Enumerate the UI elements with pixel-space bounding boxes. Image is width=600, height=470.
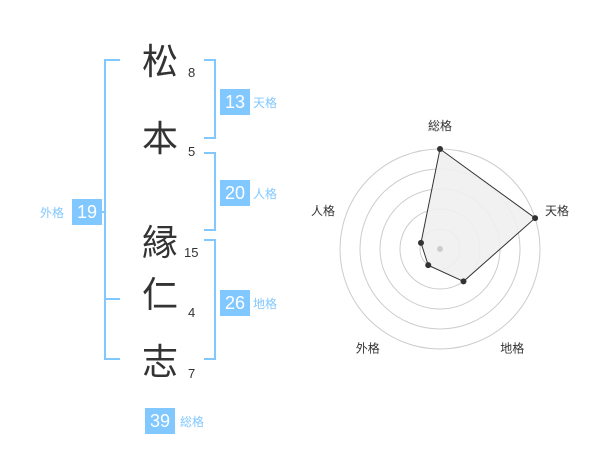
radar-point-2 (532, 215, 539, 222)
radar-label-3: 地格 (500, 341, 524, 356)
jinkaku-value: 20 (220, 180, 250, 206)
chikaku-label: 地格 (253, 297, 278, 311)
name-char-3: 縁 (141, 223, 178, 264)
jinkaku-label: 人格 (253, 187, 278, 201)
radar-point-5 (417, 239, 424, 246)
radar-label-4: 外格 (356, 341, 380, 356)
radar-point-1 (437, 146, 443, 152)
soukaku-label: 総格 (180, 415, 205, 429)
stroke-count-5: 7 (188, 366, 196, 381)
gaikaku-value: 19 (72, 199, 102, 225)
stroke-count-1: 8 (188, 65, 196, 80)
name-char-1: 松 (141, 42, 178, 83)
gaikaku-label: 外格 (40, 206, 65, 220)
radar-point-3 (460, 278, 467, 285)
name-char-5: 志 (141, 342, 178, 383)
tenkaku-label: 天格 (253, 96, 278, 110)
radar-label-5: 人格 (311, 203, 335, 218)
stroke-count-2: 5 (188, 144, 196, 159)
radar-center-dot (437, 246, 443, 252)
radar-label-2: 天格 (545, 203, 569, 218)
soukaku-value: 39 (145, 408, 175, 434)
stroke-count-3: 15 (184, 245, 199, 260)
name-char-4: 仁 (141, 275, 178, 316)
chikaku-value: 26 (220, 290, 250, 316)
stroke-count-4: 4 (188, 305, 196, 320)
radar-point-4 (425, 262, 432, 269)
name-char-2: 本 (141, 119, 178, 160)
tenkaku-value: 13 (220, 89, 250, 115)
radar-label-1: 総格 (428, 118, 452, 133)
radar-area (420, 148, 536, 282)
